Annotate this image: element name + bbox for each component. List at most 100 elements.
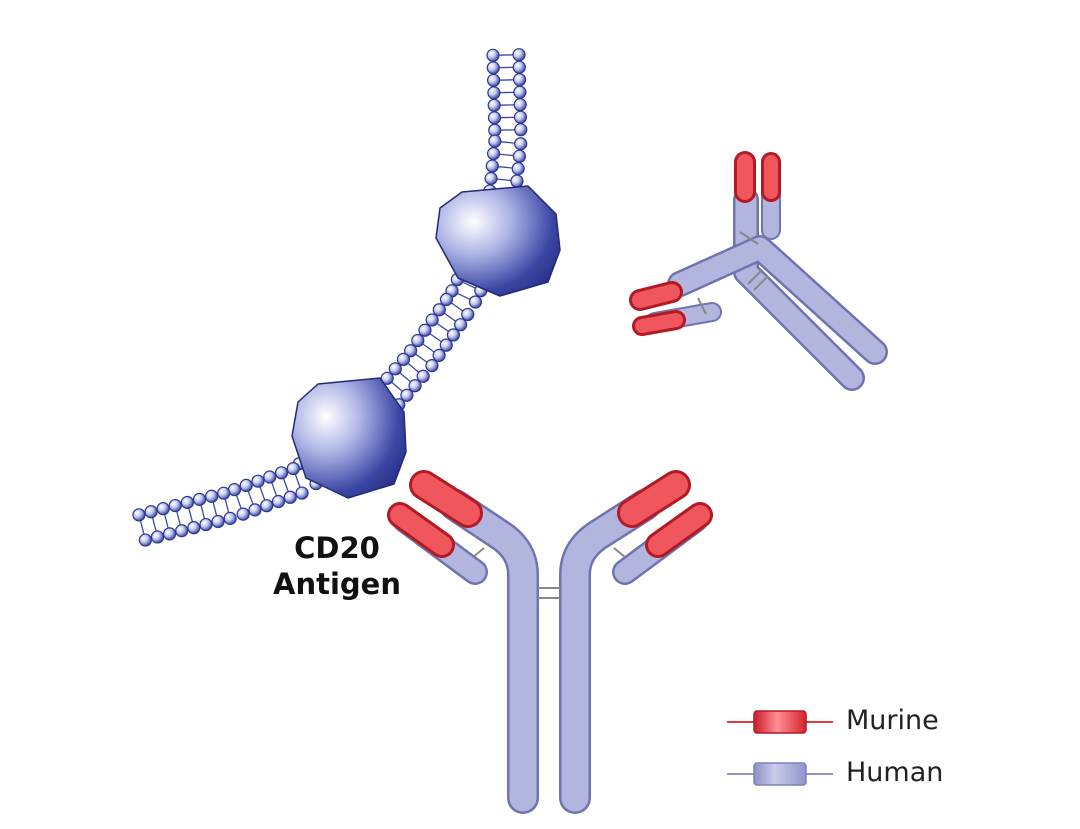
lipid-head [163,527,177,541]
lipid-tail [497,165,514,169]
lipid-head [211,514,225,529]
lipid-head [388,362,402,376]
lipid-head [404,344,418,358]
lipid-tail [461,281,477,290]
antibody-bottom [387,470,713,814]
lipid-head [168,498,182,513]
lipid-head [239,478,253,493]
lipid-head [511,162,525,176]
lipid-tail [163,513,170,530]
lipid-head [408,379,422,393]
lipid-head [418,323,432,337]
lipid-head [396,352,411,366]
lipid-head [144,505,158,519]
lipid-head [432,348,446,362]
lipid-head [295,486,309,500]
lipid-head [199,517,213,532]
legend-murine-label: Murine [846,705,939,736]
lipid-tail [188,507,194,523]
lipid-head [514,137,528,151]
lipid-tail [139,519,145,536]
antigen-label-line1: CD20 [294,531,380,565]
lipid-head [439,338,453,352]
lipid-head [283,490,297,504]
lipid-head [260,499,274,513]
lipid-head [425,313,439,327]
lipid-head [251,474,265,488]
lipid-tail [212,500,218,517]
lipid-head [217,486,231,500]
lipid-head [248,503,262,517]
lipid-head [512,149,527,163]
lipid-head [223,511,237,525]
lipid-head [263,470,277,484]
lipid-head [454,318,468,332]
lipid-head [512,60,526,74]
lipid-tail [247,489,254,506]
lipid-head [485,159,499,173]
lipid-head [236,507,250,521]
cd20-antigen-upper [435,185,561,297]
lipid-head [486,48,500,62]
lipid-head [432,303,446,317]
lipid-head [468,295,483,309]
lipid-tail [495,178,513,182]
lipid-head [510,174,524,188]
lipid-head [180,495,195,510]
lipid-tail [499,141,516,144]
lipid-head [484,171,498,186]
lipid-head [380,371,394,385]
lipid-head [513,98,527,112]
lipid-tail [406,362,420,374]
lipid-head [175,524,189,538]
human-segment-icon [727,762,833,786]
lipid-tail [435,322,450,333]
lipid-tail [450,301,465,313]
lipid-head [439,292,454,307]
lipid-head [416,369,430,383]
cell-membrane-bilayer [132,48,528,547]
lipid-tail [398,371,412,383]
lipid-tail [294,473,301,489]
lipid-head [138,533,152,547]
lipid-head [487,98,501,112]
lipid-head [411,333,425,348]
antibody-right [629,151,888,391]
cd20-antigen-lower [291,377,407,499]
lipid-tail [421,342,436,354]
lipid-head [512,48,526,62]
lipid-tail [443,312,457,323]
lipid-head [192,492,207,506]
lipid-tail [270,481,278,497]
lipid-head [486,61,500,75]
lipid-head [271,494,286,509]
lipid-head [487,86,501,100]
lipid-tail [224,497,230,514]
lipid-tail [259,485,266,502]
lipid-tail [175,510,182,527]
lipid-head [400,388,414,402]
lipid-head [486,147,501,161]
lipid-head [514,123,528,137]
lipid-head [487,111,502,125]
lipid-head [488,123,502,137]
lipid-tail [390,381,404,393]
lipid-head [286,461,300,476]
lipid-tail [282,477,290,493]
lipid-head [488,134,502,148]
lipid-tail [428,332,443,343]
lipid-head [425,359,439,373]
lipid-tail [498,153,515,157]
lipid-head [513,85,527,99]
lipid-head [205,489,219,503]
lipid-head [150,530,165,544]
lipid-head [446,328,461,342]
lipid-tail [414,353,429,364]
lipid-tail [200,504,206,520]
lipid-tail [456,292,472,301]
lipid-head [156,502,170,516]
antigen-label: CD20 Antigen [262,530,412,602]
lipid-head [274,466,289,480]
